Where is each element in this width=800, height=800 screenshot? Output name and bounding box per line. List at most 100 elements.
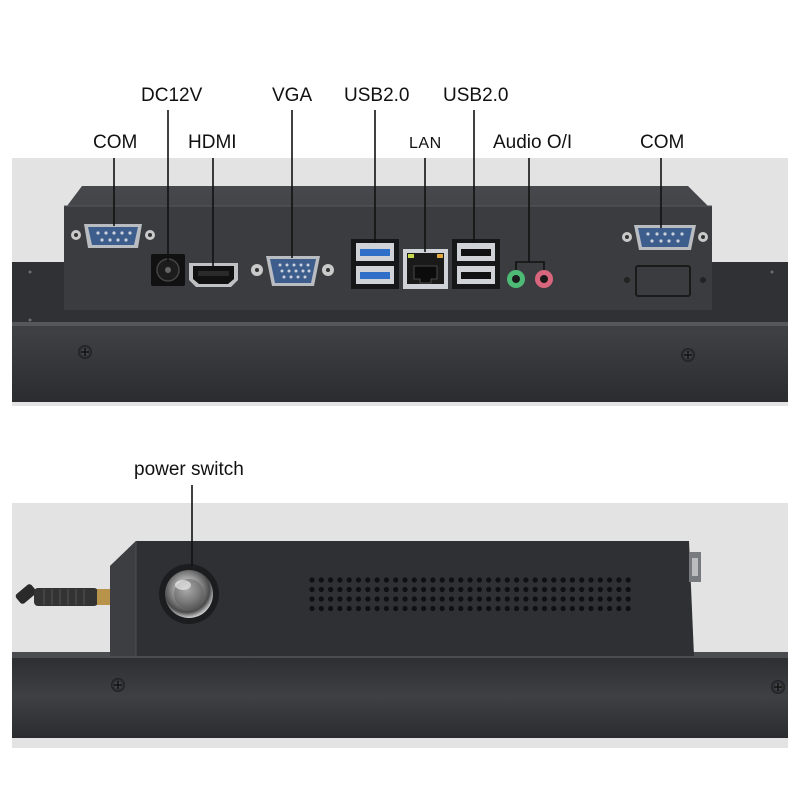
vent-hole bbox=[411, 577, 417, 583]
vent-hole bbox=[532, 586, 538, 593]
vent-hole bbox=[607, 586, 613, 593]
bezel-screw-bottom-left bbox=[111, 678, 125, 692]
vent-hole bbox=[355, 586, 362, 593]
blank-port-cutout bbox=[624, 265, 706, 297]
bezel-screw-left bbox=[78, 345, 92, 359]
vent-hole bbox=[346, 605, 352, 612]
vent-hole bbox=[411, 586, 417, 593]
label-com-right: COM bbox=[640, 132, 685, 153]
vent-hole bbox=[393, 605, 399, 612]
vent-hole bbox=[393, 596, 399, 602]
vent-hole bbox=[421, 586, 427, 593]
vent-hole bbox=[523, 577, 529, 583]
vent-hole bbox=[588, 596, 594, 602]
vga-port bbox=[251, 256, 334, 286]
vent-hole bbox=[383, 586, 389, 593]
vent-hole bbox=[439, 577, 445, 583]
vent-hole bbox=[514, 577, 520, 583]
vent-hole bbox=[430, 577, 436, 583]
vent-hole bbox=[532, 605, 538, 612]
vent-hole bbox=[346, 577, 352, 583]
label-lan: LAN bbox=[409, 135, 442, 152]
label-vga: VGA bbox=[272, 85, 313, 106]
vent-hole bbox=[421, 605, 427, 612]
vent-hole bbox=[328, 605, 334, 612]
vent-hole bbox=[541, 586, 548, 593]
vent-hole bbox=[374, 586, 380, 593]
vent-hole bbox=[421, 596, 427, 602]
vent-hole bbox=[458, 605, 464, 612]
vent-hole bbox=[476, 577, 482, 583]
bottom-bezel bbox=[12, 656, 788, 738]
vent-hole bbox=[402, 596, 408, 602]
vent-hole bbox=[607, 596, 613, 602]
vent-hole bbox=[383, 596, 389, 602]
dc-jack bbox=[151, 254, 185, 286]
vent-hole bbox=[467, 596, 473, 602]
vent-hole bbox=[467, 586, 473, 593]
vent-hole bbox=[458, 596, 464, 602]
vent-hole bbox=[439, 596, 445, 602]
lan-port bbox=[403, 249, 448, 289]
vent-hole bbox=[365, 605, 371, 612]
vent-hole bbox=[541, 577, 548, 583]
vent-hole bbox=[402, 605, 408, 612]
vent-hole bbox=[421, 577, 427, 583]
vent-hole bbox=[560, 596, 566, 602]
vent-hole bbox=[467, 605, 473, 612]
bezel-screw-bottom-right bbox=[771, 680, 785, 694]
callout-lines-top bbox=[113, 110, 662, 270]
vent-hole bbox=[318, 596, 324, 602]
com-port-left bbox=[71, 224, 155, 248]
vent-hole bbox=[430, 605, 436, 612]
vent-hole bbox=[579, 605, 585, 612]
vent-hole bbox=[569, 596, 576, 602]
vent-hole bbox=[616, 596, 622, 602]
vent-hole bbox=[504, 605, 510, 612]
side-chassis bbox=[110, 541, 694, 656]
vent-hole bbox=[328, 586, 334, 593]
vent-hole bbox=[467, 577, 473, 583]
vent-hole bbox=[560, 605, 566, 612]
vent-hole bbox=[448, 596, 455, 602]
vent-hole bbox=[309, 586, 315, 593]
vent-hole bbox=[597, 586, 603, 593]
vent-hole bbox=[625, 596, 631, 602]
vent-hole bbox=[579, 596, 585, 602]
vent-hole bbox=[374, 605, 380, 612]
vent-hole bbox=[430, 586, 436, 593]
label-audio: Audio O/I bbox=[493, 132, 573, 153]
vent-hole bbox=[523, 586, 529, 593]
vent-hole bbox=[309, 577, 315, 583]
vent-hole bbox=[365, 586, 371, 593]
label-usb-a: USB2.0 bbox=[344, 85, 410, 106]
vent-hole bbox=[597, 596, 603, 602]
vent-hole bbox=[504, 586, 510, 593]
vent-hole bbox=[318, 605, 324, 612]
com-port-right bbox=[622, 225, 708, 250]
vent-hole bbox=[551, 596, 557, 602]
vent-hole bbox=[625, 586, 631, 593]
vent-hole bbox=[346, 586, 352, 593]
vent-hole bbox=[365, 596, 371, 602]
vent-hole bbox=[476, 596, 482, 602]
vent-hole bbox=[337, 577, 343, 583]
vent-hole bbox=[448, 577, 455, 583]
vent-hole bbox=[514, 605, 520, 612]
bottom-panel bbox=[12, 485, 788, 748]
label-dc12v: DC12V bbox=[141, 85, 203, 106]
vent-hole bbox=[504, 596, 510, 602]
vent-hole bbox=[597, 605, 603, 612]
vent-hole bbox=[560, 577, 566, 583]
vent-hole bbox=[458, 586, 464, 593]
vent-hole bbox=[486, 605, 492, 612]
audio-in-jack bbox=[535, 270, 553, 288]
ventilation-grille bbox=[309, 577, 631, 612]
vent-hole bbox=[625, 605, 631, 612]
vent-hole bbox=[569, 586, 576, 593]
vent-hole bbox=[365, 577, 371, 583]
vent-hole bbox=[504, 577, 510, 583]
vent-hole bbox=[374, 577, 380, 583]
vent-hole bbox=[560, 586, 566, 593]
